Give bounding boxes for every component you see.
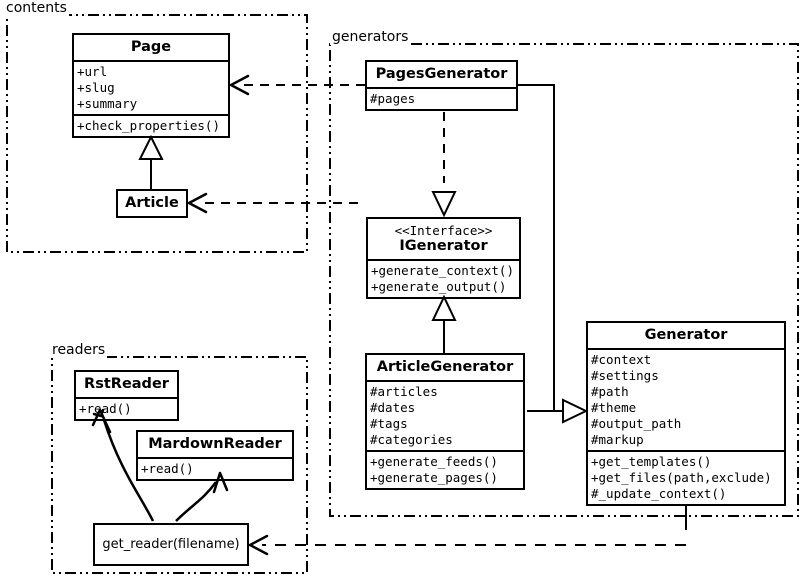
function-box-get-reader[interactable]: get_reader(filename)	[93, 523, 249, 566]
arrowhead-realization-igenerator	[431, 191, 457, 218]
class-box-article[interactable]: Article	[116, 189, 188, 218]
arrowhead-dependency-page	[228, 74, 250, 96]
operation-get-templates: +get_templates()	[591, 454, 712, 469]
arrowhead-generalization-igenerator	[431, 294, 457, 321]
class-name-generator: Generator	[644, 327, 728, 343]
class-name-page: Page	[130, 39, 172, 55]
attribute-settings: #settings	[591, 368, 659, 383]
operation-generate-pages: +generate_pages()	[370, 470, 498, 485]
attribute-tags: #tags	[370, 416, 408, 431]
function-label-get-reader: get_reader(filename)	[102, 537, 240, 552]
class-operations-generator: +get_templates() +get_files(path,exclude…	[588, 450, 784, 504]
operation-check-properties: +check_properties()	[77, 118, 220, 133]
attribute-theme: #theme	[591, 400, 637, 415]
operation-read-rst: +read()	[79, 401, 132, 416]
edge-getreader-to-mardownreader	[175, 481, 218, 522]
class-name-pagesgenerator: PagesGenerator	[375, 66, 508, 82]
arrowhead-generalization-generator	[562, 398, 589, 424]
arrowhead-dependency-getreader	[247, 534, 269, 556]
class-operations-rstreader: +read()	[76, 397, 177, 419]
class-box-pagesgenerator[interactable]: PagesGenerator #pages	[365, 60, 518, 111]
attribute-context: #context	[591, 352, 652, 367]
class-name-rstreader: RstReader	[84, 376, 169, 392]
operation-generate-output: +generate_output()	[371, 279, 507, 294]
attribute-articles: #articles	[370, 384, 438, 399]
operation-generate-feeds: +generate_feeds()	[370, 454, 498, 469]
class-operations-articlegenerator: +generate_feeds() +generate_pages()	[367, 450, 523, 488]
class-name-mardownreader: MardownReader	[148, 436, 282, 452]
arrowhead-dependency-article	[186, 192, 208, 214]
class-attributes-pagesgenerator: #pages	[367, 87, 516, 109]
attribute-markup: #markup	[591, 432, 644, 447]
attribute-path: #path	[591, 384, 629, 399]
attribute-url: +url	[77, 64, 108, 79]
class-box-igenerator[interactable]: <<Interface>> IGenerator +generate_conte…	[366, 217, 521, 299]
operation-get-files: +get_files(path,exclude)	[591, 470, 772, 485]
attribute-pages: #pages	[370, 91, 416, 106]
attribute-summary: +summary	[77, 96, 138, 111]
class-name-articlegenerator: ArticleGenerator	[376, 359, 514, 375]
class-attributes-generator: #context #settings #path #theme #output_…	[588, 348, 784, 450]
package-label-readers: readers	[50, 342, 108, 358]
package-label-generators: generators	[330, 29, 411, 45]
arrowhead-generalization-page	[138, 134, 164, 160]
class-operations-page: +check_properties()	[74, 114, 228, 136]
class-name-article: Article	[125, 195, 179, 211]
attribute-dates: #dates	[370, 400, 416, 415]
class-attributes-page: +url +slug +summary	[74, 60, 228, 114]
attribute-slug: +slug	[77, 80, 115, 95]
class-name-igenerator: IGenerator	[399, 238, 488, 254]
attribute-categories: #categories	[370, 432, 453, 447]
attribute-output-path: #output_path	[591, 416, 682, 431]
operation-read-markdown: +read()	[141, 461, 194, 476]
class-operations-igenerator: +generate_context() +generate_output()	[368, 259, 519, 297]
class-attributes-articlegenerator: #articles #dates #tags #categories	[367, 380, 523, 450]
class-operations-mardownreader: +read()	[138, 457, 292, 479]
class-box-page[interactable]: Page +url +slug +summary +check_properti…	[72, 33, 230, 138]
class-box-articlegenerator[interactable]: ArticleGenerator #articles #dates #tags …	[365, 353, 525, 490]
class-stereotype-igenerator: <<Interface>>	[394, 223, 493, 238]
class-box-generator[interactable]: Generator #context #settings #path #them…	[586, 321, 786, 506]
operation-update-context: #_update_context()	[591, 486, 727, 501]
class-box-mardownreader[interactable]: MardownReader +read()	[136, 430, 294, 481]
class-box-rstreader[interactable]: RstReader +read()	[74, 370, 179, 421]
package-label-contents: contents	[4, 0, 69, 16]
operation-generate-context: +generate_context()	[371, 263, 514, 278]
